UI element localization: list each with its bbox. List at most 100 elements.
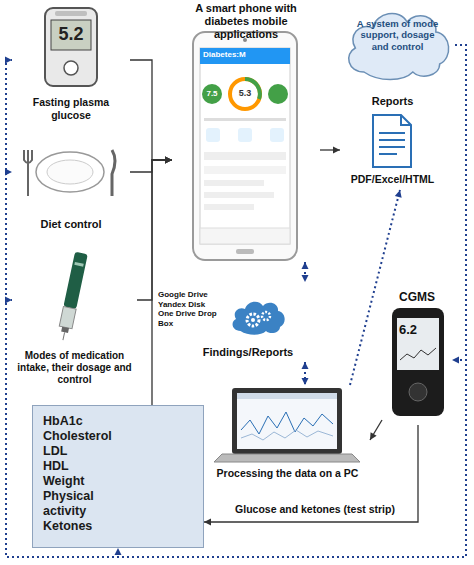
app-circle <box>268 84 288 104</box>
gear <box>247 314 259 326</box>
reports-node: ReportsPDF/Excel/HTML <box>340 95 445 190</box>
cgms-reading: 6.2 <box>399 322 425 338</box>
node-text: Diet control <box>12 218 130 231</box>
fork <box>24 150 32 196</box>
arrow-head <box>165 157 172 164</box>
dotted-connector <box>5 45 466 557</box>
cloud-node: A system of mode support, dosage and con… <box>340 2 455 82</box>
arrow-connector <box>152 157 172 406</box>
arrow-connector <box>204 425 418 526</box>
glucometer-body <box>45 8 97 86</box>
parameters-box: HbA1c Cholesterol LDL HDL Weight Physica… <box>32 405 204 548</box>
node-text: A system of mode support, dosage and con… <box>356 18 439 52</box>
plate <box>36 152 104 192</box>
edge-label: Glucose and ketones (test strip) <box>215 503 415 516</box>
dotted-connector <box>302 362 309 385</box>
connector-line <box>6 45 466 557</box>
connector-line <box>6 45 466 557</box>
dotted-connector <box>302 262 309 282</box>
app-icon <box>270 128 284 142</box>
connector-line <box>370 420 382 440</box>
cgms-body <box>392 308 444 416</box>
pen-needle <box>63 332 65 340</box>
pen-cartridge <box>59 306 76 328</box>
connector-line <box>350 190 400 385</box>
arrow-head <box>165 157 172 164</box>
connector-line <box>452 45 466 360</box>
diet-node: Diet control <box>12 132 130 237</box>
smartphone-node: A smart phone with diabetes mobile appli… <box>172 2 320 262</box>
meter-reading: 5.2 <box>51 24 91 46</box>
node-subtext: Findings/Reports <box>188 346 308 359</box>
pen-tip <box>61 327 69 333</box>
connector-line <box>118 45 466 557</box>
phone-button <box>236 249 254 254</box>
connector-line <box>137 160 172 300</box>
cgms-node: CGMS <box>382 290 452 425</box>
app-ring <box>230 79 260 109</box>
chart-line <box>241 430 333 440</box>
document-lines <box>379 133 405 154</box>
node-text: HbA1c Cholesterol LDL HDL Weight Physica… <box>43 414 193 534</box>
dotted-connector <box>452 45 466 364</box>
pen-clip <box>74 262 83 267</box>
arrow-head <box>5 297 12 304</box>
arrow-head <box>370 432 377 440</box>
connector-line <box>304 262 306 282</box>
arrow-connector <box>320 147 340 154</box>
arrow-connector <box>370 420 382 440</box>
laptop-screen <box>237 393 337 449</box>
laptop-base <box>214 454 360 462</box>
arrow-head <box>165 157 172 164</box>
dotted-connector <box>5 45 466 557</box>
node-text: Google Drive Yandex Disk One Drive Drop … <box>158 290 220 328</box>
app-row <box>204 192 274 198</box>
laptop-node: Processing the data on a PC <box>205 385 370 493</box>
connector-line <box>130 160 172 172</box>
arrow-head <box>204 519 211 526</box>
node-text: CGMS <box>382 290 452 304</box>
connector-line <box>204 425 418 522</box>
document-fold <box>401 115 411 125</box>
cgms-screen <box>397 318 439 370</box>
arrow-head <box>302 362 309 369</box>
laptop-bezel <box>232 388 342 454</box>
arrow-head <box>165 157 172 164</box>
laptop-toolbar <box>237 393 337 399</box>
gear-hub <box>251 318 255 322</box>
glucometer-strip-slot <box>55 11 87 16</box>
node-text: Fasting plasma glucose <box>12 96 130 121</box>
cgms-graph <box>400 348 436 360</box>
pen-body <box>63 252 87 309</box>
app-value: 5.3 <box>235 88 255 99</box>
connector-line <box>304 362 306 385</box>
plate-inner <box>47 160 93 184</box>
arrow-connector <box>137 157 172 301</box>
node-text: A smart phone with diabetes mobile appli… <box>172 2 320 42</box>
connector-line <box>152 160 172 405</box>
dotted-connector <box>5 45 466 557</box>
arrow-head <box>115 548 122 555</box>
node-text: Reports <box>340 95 445 108</box>
app-title: Diabetes:M <box>203 50 273 60</box>
cgms-button <box>409 383 427 401</box>
app-row <box>204 166 286 174</box>
arrow-head <box>333 147 340 154</box>
cloud-storage-icon <box>233 302 285 335</box>
connector-line <box>130 60 172 160</box>
cloud-storage-node: Google Drive Yandex Disk One Drive Drop … <box>158 282 318 362</box>
arrow-head <box>5 169 12 176</box>
app-circle <box>202 84 222 104</box>
arrow-head <box>302 275 309 282</box>
dotted-connector <box>115 45 467 557</box>
cloud-shape <box>349 13 449 79</box>
chart-line <box>241 412 333 434</box>
arrow-head <box>302 378 309 385</box>
arrow-head <box>302 262 309 269</box>
knife <box>112 150 115 196</box>
connector-line <box>6 45 466 557</box>
glucometer-button <box>64 61 78 75</box>
cloud-shape <box>233 302 285 335</box>
